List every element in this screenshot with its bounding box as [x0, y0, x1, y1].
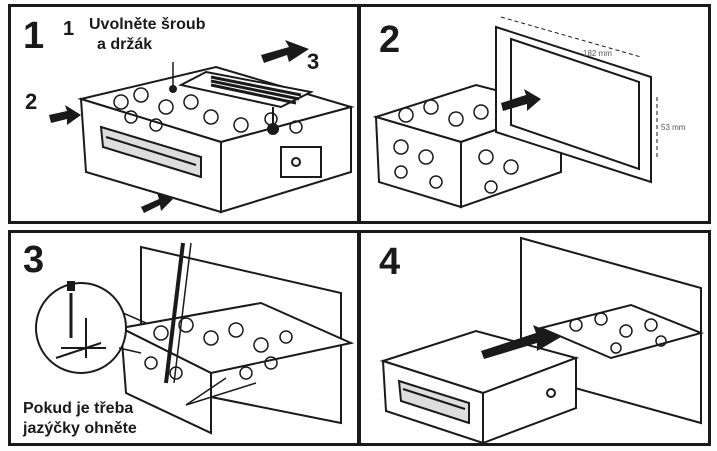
insert-unit-illustration	[361, 233, 708, 443]
arrow-insert-icon	[501, 89, 541, 111]
radio-unit-illustration	[49, 40, 357, 221]
panel-step-1: 1 1 2 3 Uvolněte šroub a držák	[8, 4, 360, 224]
step-number: 1	[23, 15, 45, 57]
step-number: 3	[23, 239, 45, 281]
mounting-sleeve-illustration	[361, 7, 708, 221]
instruction-line-2: a držák	[97, 36, 153, 53]
step-number: 4	[379, 241, 401, 283]
arrow-pull-out-icon	[261, 40, 309, 63]
panel-step-3: 3 Pokud je třeba jazýčky ohněte	[8, 230, 360, 446]
callout-2: 2	[25, 89, 38, 114]
callout-1: 1	[63, 18, 75, 40]
arrow-press-bottom-icon	[141, 193, 173, 213]
instruction-line-1: Pokud je třeba	[23, 400, 134, 417]
panel-step-2: 2 182 mm 53 mm	[358, 4, 711, 224]
callout-3: 3	[307, 49, 320, 74]
arrow-press-side-icon	[49, 105, 81, 125]
step-number: 2	[379, 19, 401, 61]
width-dimension: 182 mm	[583, 49, 612, 58]
arrow-down-icon	[67, 281, 75, 291]
instruction-line-2: jazýčky ohněte	[23, 420, 137, 437]
arrow-push-in-icon	[481, 325, 561, 359]
panel-step-4: 4	[358, 230, 711, 446]
instruction-line-1: Uvolněte šroub	[89, 16, 206, 33]
height-dimension: 53 mm	[661, 123, 686, 132]
bend-tabs-illustration	[11, 233, 357, 443]
